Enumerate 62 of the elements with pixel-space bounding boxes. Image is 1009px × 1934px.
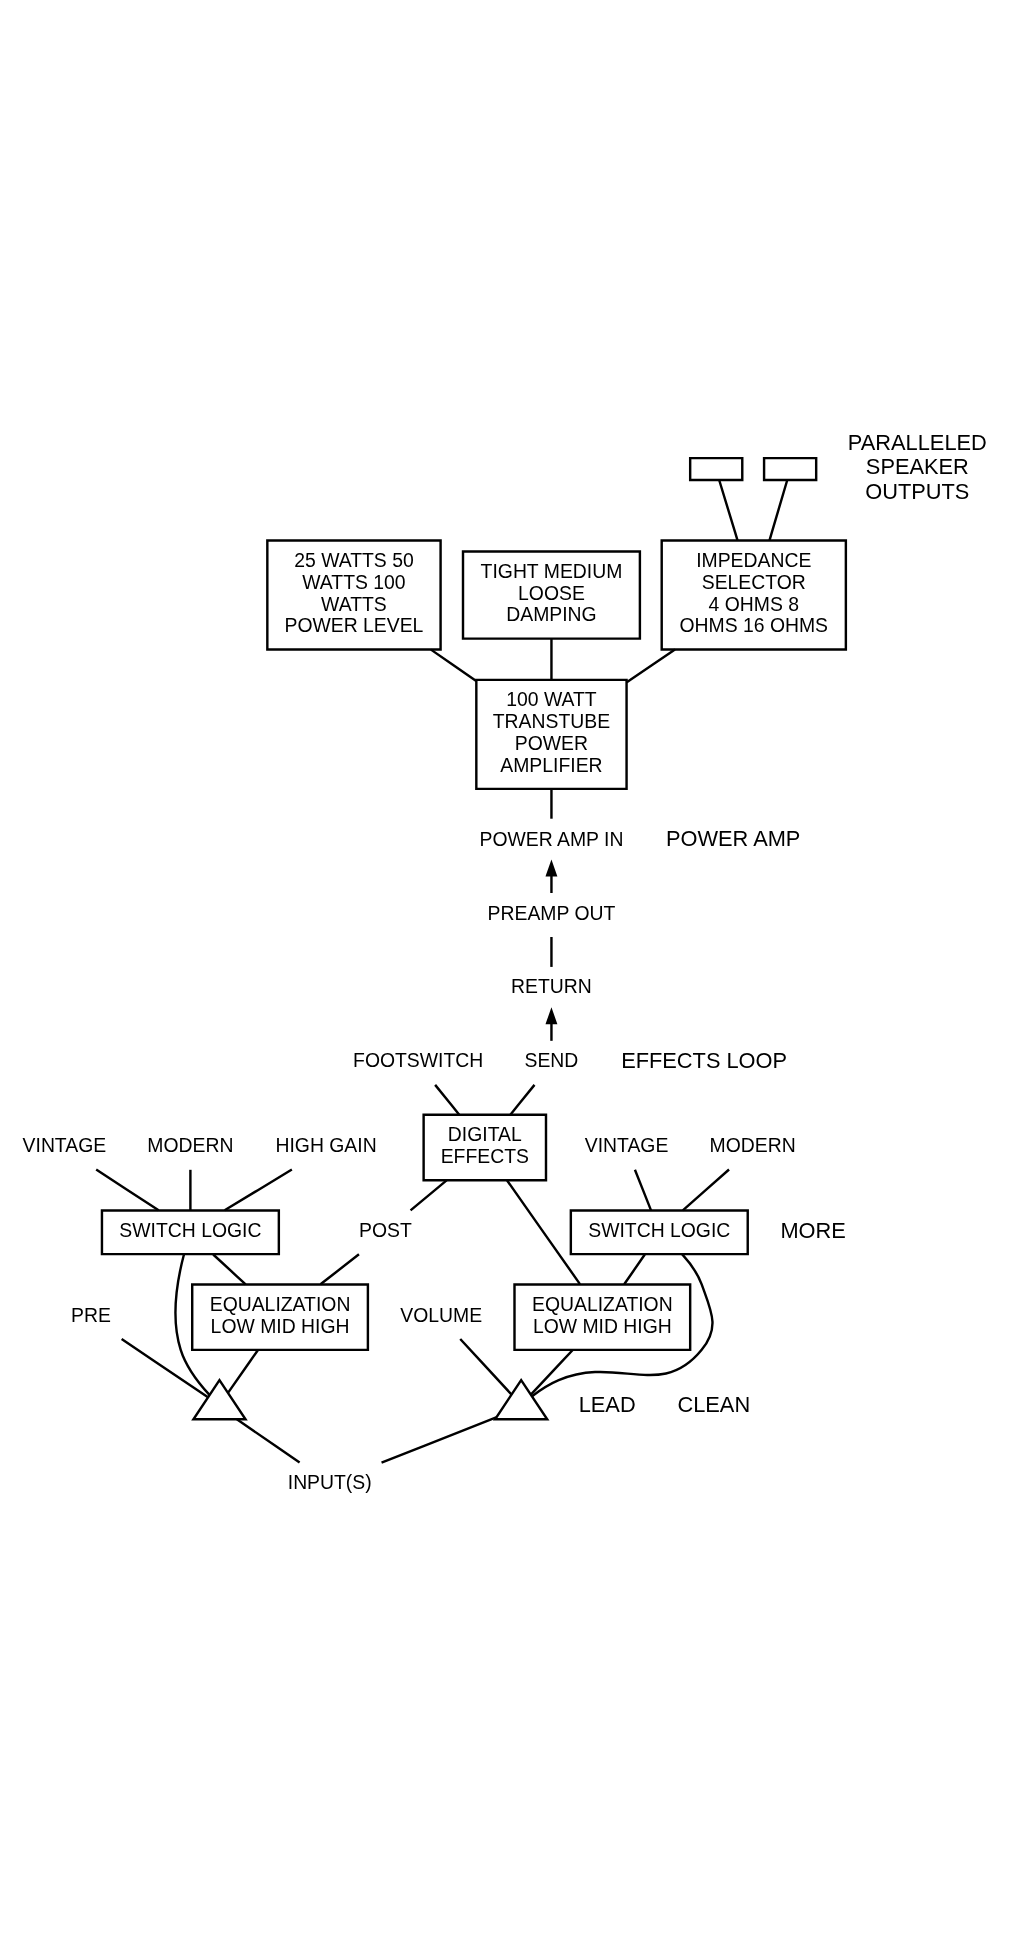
connector [95,1168,160,1212]
connector [459,1338,513,1396]
node-box: SWITCH LOGIC [569,1209,749,1256]
connector [509,1084,536,1116]
node-text: SEND [524,1049,579,1072]
node-text: FOOTSWITCH [353,1049,484,1072]
node-text: POST [359,1218,412,1241]
node-text: PREAMP OUT [487,901,616,924]
node-box: SWITCH LOGIC [100,1209,281,1256]
node-box: 25 WATTS 50 WATTS 100 WATTS POWER LEVEL [266,539,442,651]
connector [189,1169,192,1211]
connector [718,479,739,541]
label: MORE [780,1217,846,1243]
connector [506,1179,581,1285]
connector [682,1168,730,1212]
connector [531,1253,714,1398]
connector [434,1084,461,1116]
node-text: RETURN [511,975,592,998]
node-text: HIGH GAIN [275,1134,377,1157]
connector [381,1416,497,1464]
node-text: VINTAGE [22,1134,107,1157]
connector [212,1253,247,1286]
connector [550,937,553,967]
label: POWER AMP [665,826,801,852]
arrow [545,1007,558,1041]
connector [409,1179,448,1212]
connector [430,648,477,682]
connector [319,1253,360,1286]
node-box: DIGITAL EFFECTS [422,1113,548,1182]
connector [550,639,553,680]
node-text: POWER AMP IN [479,827,624,850]
node-text: INPUT(S) [287,1470,372,1493]
node-triangle [191,1377,248,1421]
node-box: 100 WATT TRANSTUBE POWER AMPLIFIER [475,678,628,791]
node-text: PRE [71,1303,111,1326]
node-text: MODERN [147,1134,234,1157]
connector [174,1253,211,1396]
arrow [545,859,558,893]
node-box [762,456,818,482]
node-box: IMPEDANCE SELECTOR 4 OHMS 8 OHMS 16 OHMS [660,539,848,651]
connector [120,1338,209,1398]
label: CLEAN [677,1391,751,1417]
label: PARALLELED SPEAKER OUTPUTS [847,430,987,504]
label: LEAD [578,1391,636,1417]
connector [633,1169,653,1211]
node-box: EQUALIZATION LOW MID HIGH [191,1283,370,1352]
connector [224,1168,293,1212]
node-text: VOLUME [400,1303,483,1326]
connector [227,1349,259,1394]
connector [623,1253,646,1285]
node-box [688,456,744,482]
connector [530,1349,574,1396]
connector [626,648,676,684]
node-box: TIGHT MEDIUM LOOSE DAMPING [461,550,642,640]
connector [768,479,789,541]
connector [550,788,553,819]
node-text: MODERN [709,1134,796,1157]
node-triangle [492,1377,550,1421]
label: EFFECTS LOOP [621,1048,788,1074]
node-box: EQUALIZATION LOW MID HIGH [513,1283,692,1352]
node-text: VINTAGE [584,1134,669,1157]
connector [236,1418,301,1464]
